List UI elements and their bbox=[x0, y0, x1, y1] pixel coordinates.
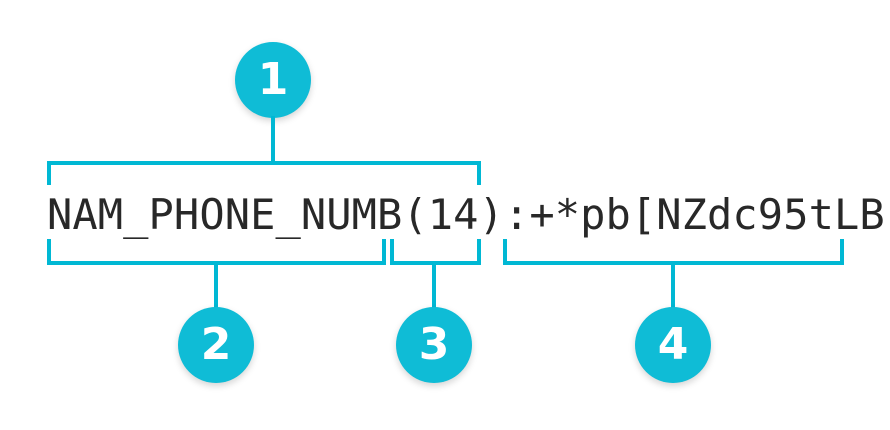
callout-badge-1[interactable]: 1 bbox=[235, 42, 311, 118]
callout-1-bracket-left-tick bbox=[47, 161, 51, 185]
callout-badge-4[interactable]: 4 bbox=[635, 307, 711, 383]
callout-2-bracket-right-tick bbox=[382, 239, 386, 263]
callout-badge-3[interactable]: 3 bbox=[396, 307, 472, 383]
callout-3-bracket-left-tick bbox=[390, 239, 394, 263]
callout-2-bracket-left-tick bbox=[47, 239, 51, 263]
callout-1-stem bbox=[271, 116, 275, 165]
callout-1-bracket-rail bbox=[47, 161, 481, 165]
callout-2-stem bbox=[214, 261, 218, 311]
callout-3-bracket-right-tick bbox=[477, 239, 481, 263]
callout-4-bracket-right-tick bbox=[840, 239, 844, 263]
callout-badge-2[interactable]: 2 bbox=[178, 307, 254, 383]
record-string: NAM_PHONE_NUMB(14):+*pb[NZdc95tLB bbox=[47, 190, 885, 239]
callout-4-bracket-left-tick bbox=[503, 239, 507, 263]
callout-1-bracket-right-tick bbox=[477, 161, 481, 185]
callout-3-stem bbox=[432, 261, 436, 311]
callout-4-stem bbox=[671, 261, 675, 311]
